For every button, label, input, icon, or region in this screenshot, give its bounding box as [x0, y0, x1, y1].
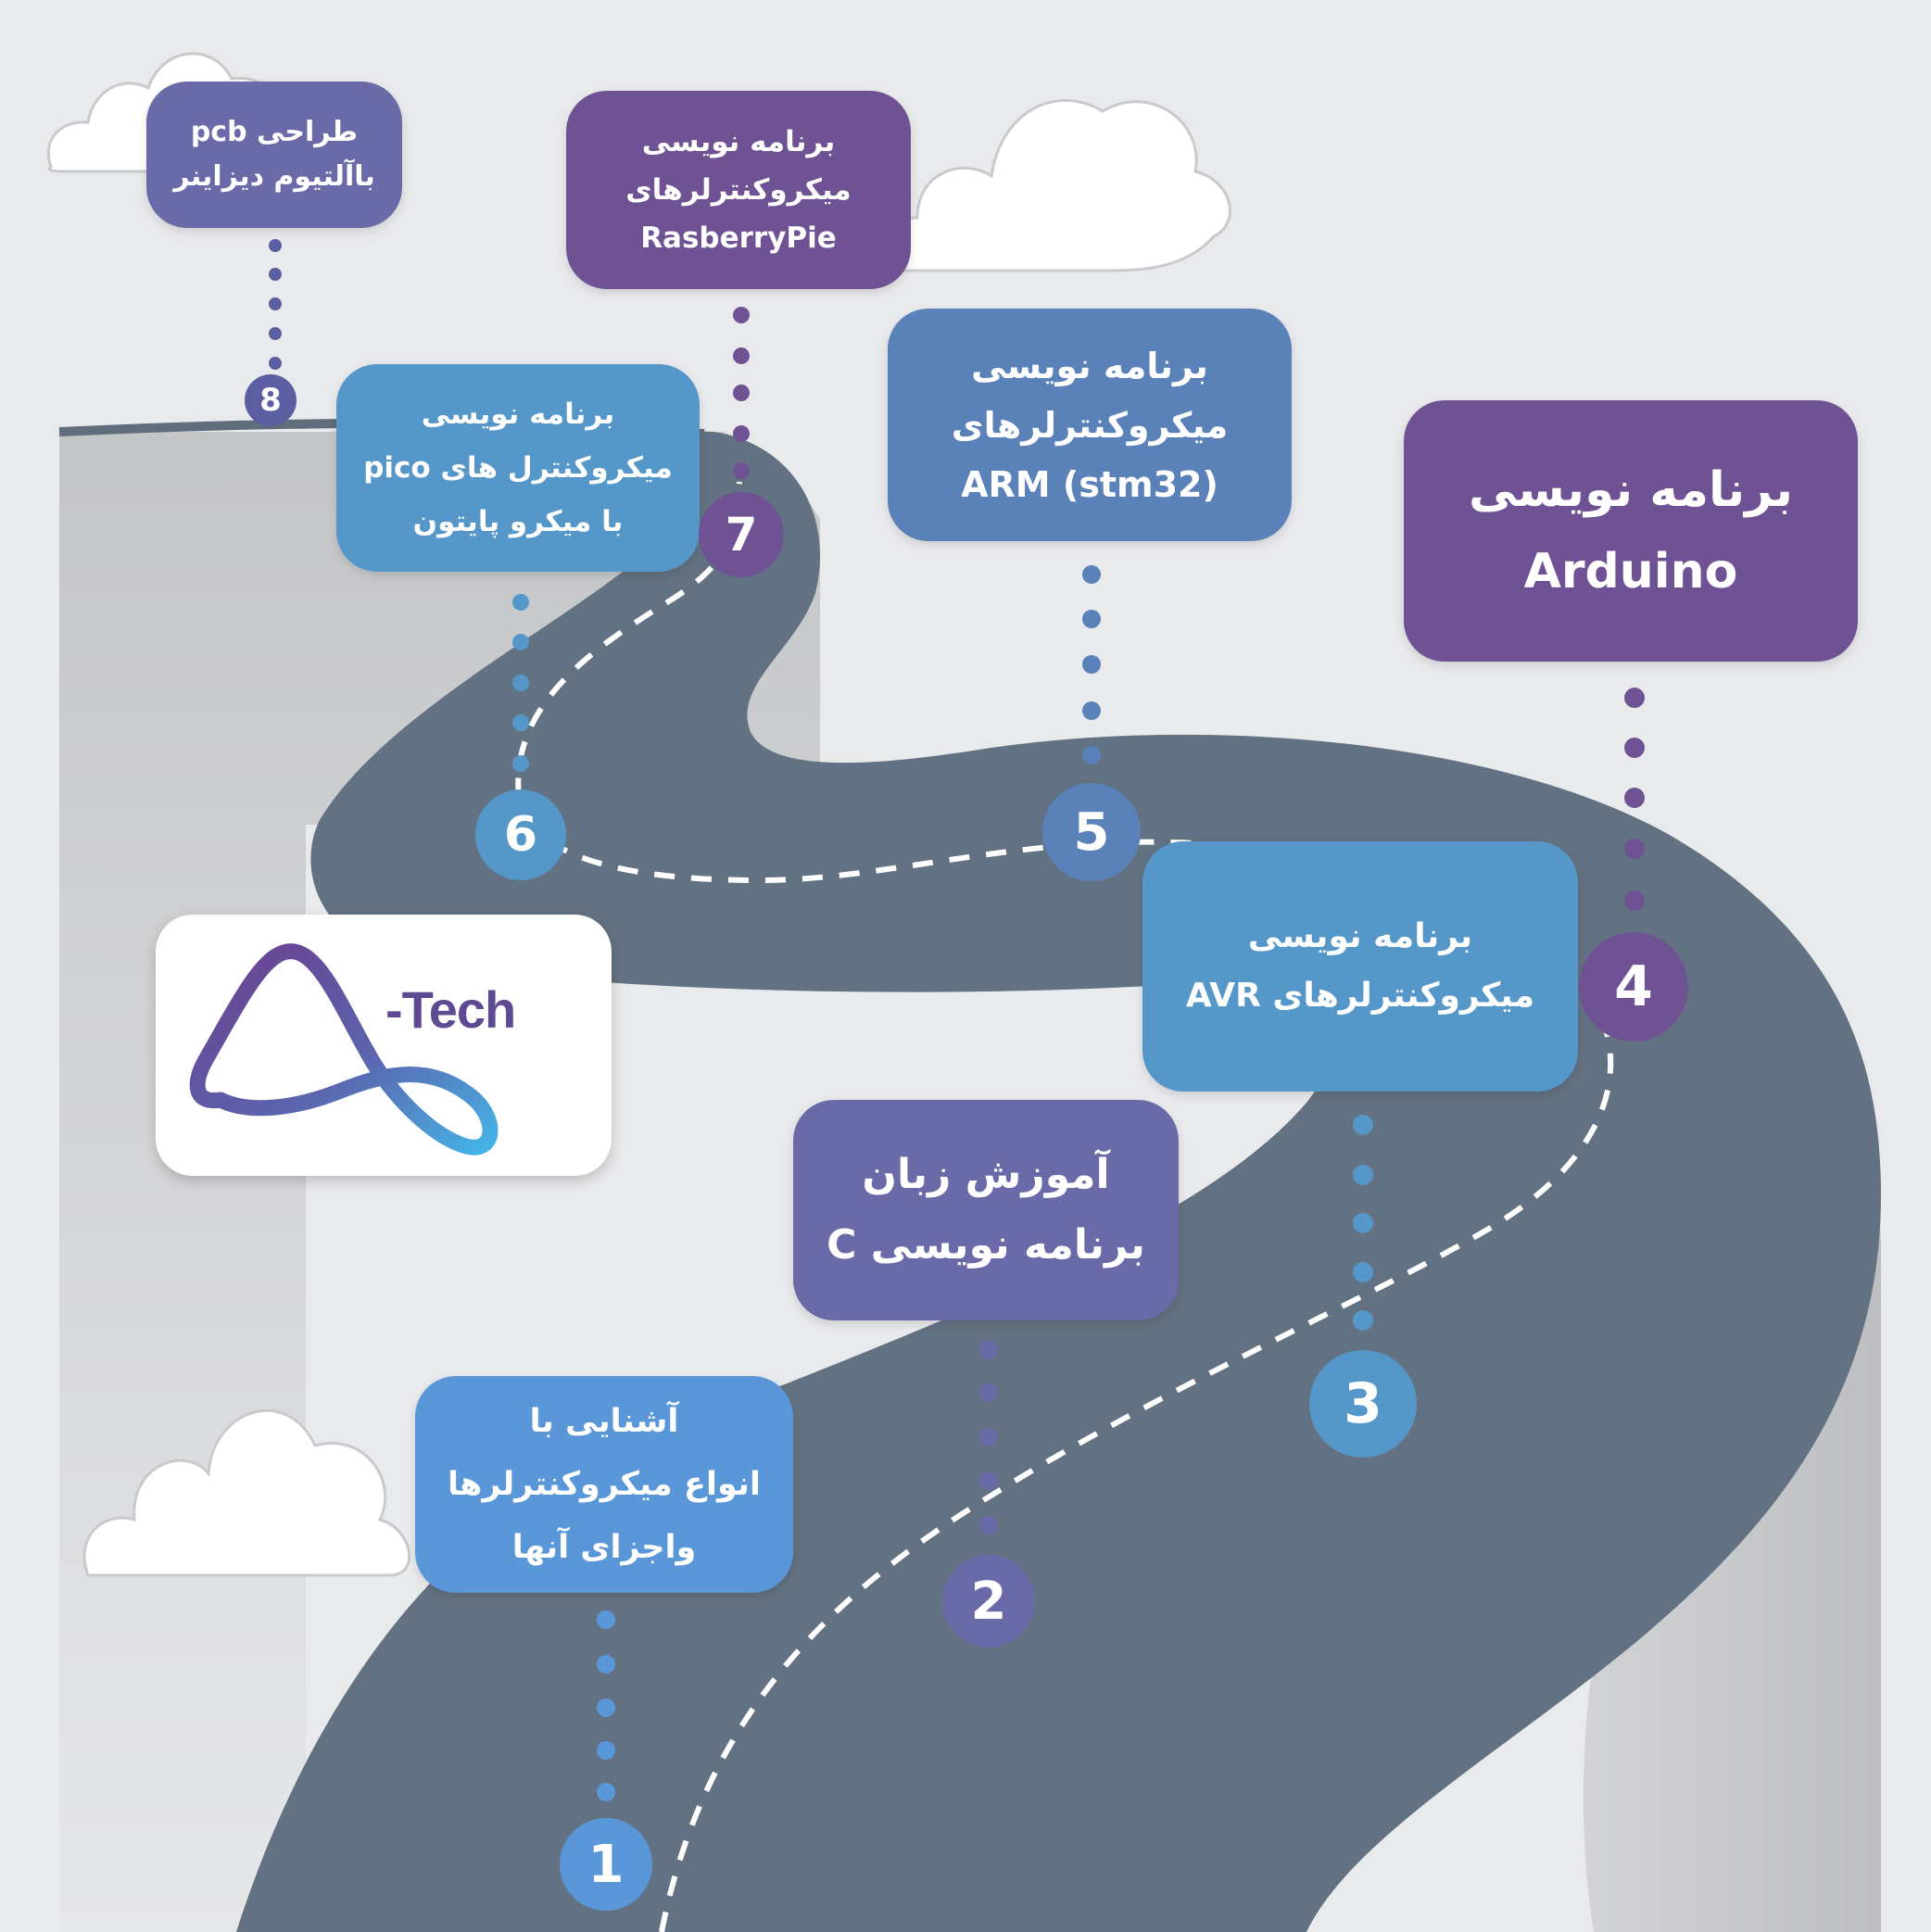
connector-dot [1624, 890, 1645, 911]
step-8-card: طراحی pcb باآلتیوم دیزاینر [146, 82, 402, 228]
step-4-line-1: برنامه نویسی [1469, 462, 1793, 518]
step-4-number-badge: 4 [1579, 932, 1688, 1042]
connector-dot [733, 307, 750, 323]
step-4-card: برنامه نویسی Arduino [1404, 400, 1858, 662]
connector-dot [1082, 701, 1101, 720]
step-6-card: برنامه نویسی میکروکنترل های pico با میکر… [336, 364, 700, 572]
step-6-number-badge: 6 [475, 789, 566, 880]
connector-dot [269, 357, 282, 370]
connector-dot [1353, 1165, 1373, 1185]
step-4-line-2: Arduino [1523, 544, 1738, 600]
connector-dot [1624, 788, 1645, 808]
step-1-card: آشنایی با انواع میکروکنترلرها واجزای آنه… [415, 1376, 793, 1593]
step-1-line-2: انواع میکروکنترلرها [447, 1466, 762, 1503]
connector-dot [1353, 1213, 1373, 1233]
step-1-line-3: واجزای آنها [511, 1529, 697, 1566]
connector-dot [597, 1610, 615, 1629]
step-7-line-3: RasberryPie [640, 221, 837, 255]
step-3-line-2: میکروکنترلرهای AVR [1185, 977, 1535, 1015]
connector-dot [1624, 738, 1645, 758]
connector-dot [597, 1741, 615, 1760]
step-2-number-badge: 2 [942, 1555, 1035, 1648]
connector-dot [979, 1516, 998, 1534]
connector-dot [733, 347, 750, 364]
connector-dot [1624, 688, 1645, 708]
connector-dot [979, 1428, 998, 1446]
step-5-number-badge: 5 [1042, 783, 1141, 881]
connector-dot [512, 714, 529, 731]
step-3-card: برنامه نویسی میکروکنترلرهای AVR [1142, 841, 1578, 1092]
connector-dot [979, 1383, 998, 1402]
connector-dot [1082, 610, 1101, 628]
logo-text: -Tech [385, 980, 516, 1039]
connector-dot [269, 268, 282, 281]
step-2-card: آموزش زبان برنامه نویسی C [793, 1100, 1179, 1320]
connector-dot [512, 594, 529, 611]
connector-dot [512, 755, 529, 772]
step-8-line-1: طراحی pcb [190, 116, 359, 148]
step-7-line-2: میکروکنترلرهای [625, 173, 852, 207]
connector-dot [1082, 565, 1101, 584]
step-3-number-badge: 3 [1309, 1350, 1417, 1458]
connector-dot [979, 1341, 998, 1359]
connector-dot [597, 1783, 615, 1801]
step-8-line-2: باآلتیوم دیزاینر [173, 160, 375, 193]
connector-dot [1353, 1115, 1373, 1135]
step-7-number-badge: 7 [699, 492, 784, 577]
cloud-icon [879, 98, 1231, 272]
step-8-number-badge: 8 [245, 374, 297, 426]
connector-dot [979, 1471, 998, 1490]
connector-dot [1082, 655, 1101, 674]
connector-dot [512, 634, 529, 650]
cloud-icon [82, 1408, 411, 1577]
logo-card [156, 915, 612, 1176]
step-6-line-2: میکروکنترل های pico [363, 451, 673, 485]
step-5-line-3: ARM (stm32) [961, 463, 1218, 505]
step-2-line-1: آموزش زبان [862, 1151, 1110, 1198]
connector-dot [269, 327, 282, 340]
connector-dot [1624, 839, 1645, 859]
connector-dot [733, 462, 750, 479]
step-3-line-1: برنامه نویسی [1247, 917, 1473, 955]
step-5-card: برنامه نویسی میکروکنترلرهای ARM (stm32) [888, 309, 1292, 541]
step-7-line-1: برنامه نویسی [641, 125, 836, 158]
connector-dot [1353, 1310, 1373, 1331]
logo-icon [189, 943, 499, 1155]
connector-dot [1082, 746, 1101, 764]
step-5-line-2: میکروکنترلرهای [951, 404, 1229, 446]
connector-dot [733, 385, 750, 401]
connector-dot [269, 297, 282, 310]
step-1-line-1: آشنایی با [529, 1403, 679, 1440]
connector-dot [512, 675, 529, 691]
step-1-number-badge: 1 [560, 1818, 652, 1911]
step-6-line-3: با میکرو پایتون [412, 505, 624, 538]
connector-dot [733, 425, 750, 442]
step-5-line-1: برنامه نویسی [971, 345, 1208, 386]
step-2-line-2: برنامه نویسی C [827, 1221, 1145, 1269]
step-7-card: برنامه نویسی میکروکنترلرهای RasberryPie [566, 91, 911, 289]
connector-dot [597, 1698, 615, 1717]
connector-dot [597, 1655, 615, 1673]
connector-dot [269, 239, 282, 252]
connector-dot [1353, 1262, 1373, 1282]
step-6-line-1: برنامه نویسی [421, 398, 615, 431]
